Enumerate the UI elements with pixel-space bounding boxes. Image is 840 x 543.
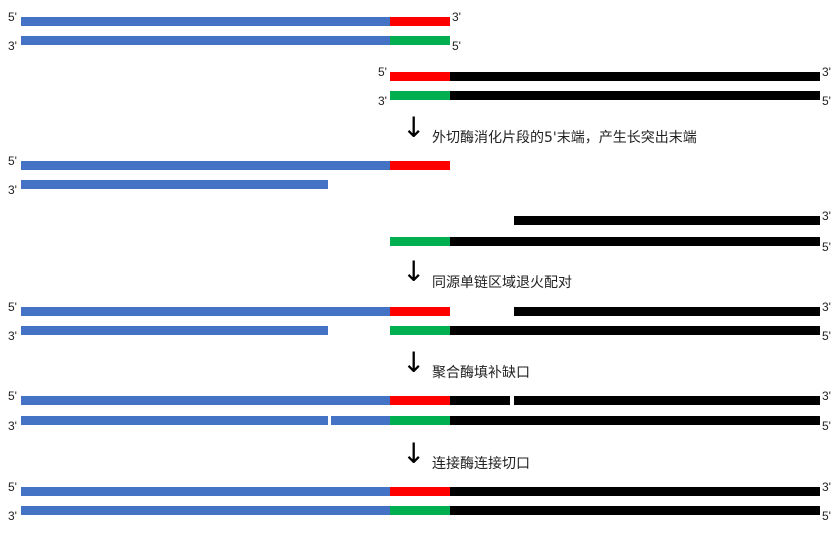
- step-text-exonuclease: 外切酶消化片段的5'末端，产生长突出末端: [432, 130, 697, 146]
- strand-blue-filled: [331, 416, 390, 425]
- strand-red-overhang: [390, 161, 450, 170]
- strand-black: [450, 487, 820, 496]
- strand-blue: [21, 396, 390, 405]
- label-5prime: 5': [822, 419, 831, 433]
- label-5prime: 5': [8, 10, 17, 24]
- strand-red: [390, 487, 450, 496]
- strand-green: [390, 506, 450, 515]
- label-3prime: 3': [8, 183, 17, 197]
- strand-blue: [21, 487, 390, 496]
- strand-blue: [21, 17, 390, 26]
- down-arrow-icon: ↓: [402, 346, 426, 379]
- strand-green: [390, 416, 450, 425]
- label-5prime: 5': [8, 154, 17, 168]
- strand-blue-digested: [21, 180, 328, 189]
- label-3prime: 3': [822, 300, 831, 314]
- step-text-annealing: 同源单链区域退火配对: [432, 275, 572, 291]
- label-5prime: 5': [8, 480, 17, 494]
- step-text-ligase: 连接酶连接切口: [432, 456, 530, 472]
- label-5prime: 5': [822, 329, 831, 343]
- label-3prime: 3': [8, 509, 17, 523]
- strand-green-overlap: [390, 36, 450, 45]
- strand-red-overlap: [390, 17, 450, 26]
- strand-blue: [21, 416, 328, 425]
- strand-blue: [21, 36, 390, 45]
- strand-black: [514, 396, 820, 405]
- label-3prime: 3': [452, 10, 461, 24]
- label-5prime: 5': [452, 39, 461, 53]
- strand-blue: [21, 161, 390, 170]
- label-5prime: 5': [822, 509, 831, 523]
- strand-black: [514, 307, 820, 316]
- label-5prime: 5': [8, 389, 17, 403]
- label-5prime: 5': [378, 65, 387, 79]
- down-arrow-icon: ↓: [402, 255, 426, 288]
- strand-red: [390, 396, 450, 405]
- strand-red-overlap: [390, 72, 450, 81]
- step-text-polymerase: 聚合酶填补缺口: [432, 365, 530, 381]
- strand-blue: [21, 307, 390, 316]
- strand-green: [390, 326, 450, 335]
- strand-black: [450, 237, 820, 246]
- label-5prime: 5': [822, 240, 831, 254]
- label-5prime: 5': [8, 300, 17, 314]
- label-3prime: 3': [822, 389, 831, 403]
- strand-blue: [21, 326, 328, 335]
- strand-blue: [21, 506, 390, 515]
- strand-black-filled: [450, 396, 510, 405]
- strand-black: [450, 72, 820, 81]
- label-3prime: 3': [378, 94, 387, 108]
- strand-black-digested: [514, 216, 820, 225]
- strand-black: [450, 91, 820, 100]
- strand-red: [390, 307, 450, 316]
- label-5prime: 5': [822, 94, 831, 108]
- strand-green-overlap: [390, 91, 450, 100]
- strand-black: [450, 506, 820, 515]
- label-3prime: 3': [822, 209, 831, 223]
- label-3prime: 3': [822, 65, 831, 79]
- strand-black: [450, 326, 820, 335]
- strand-green-overhang: [390, 237, 450, 246]
- label-3prime: 3': [822, 480, 831, 494]
- strand-black: [450, 416, 820, 425]
- label-3prime: 3': [8, 329, 17, 343]
- label-3prime: 3': [8, 419, 17, 433]
- down-arrow-icon: ↓: [402, 111, 426, 144]
- label-3prime: 3': [8, 39, 17, 53]
- down-arrow-icon: ↓: [402, 437, 426, 470]
